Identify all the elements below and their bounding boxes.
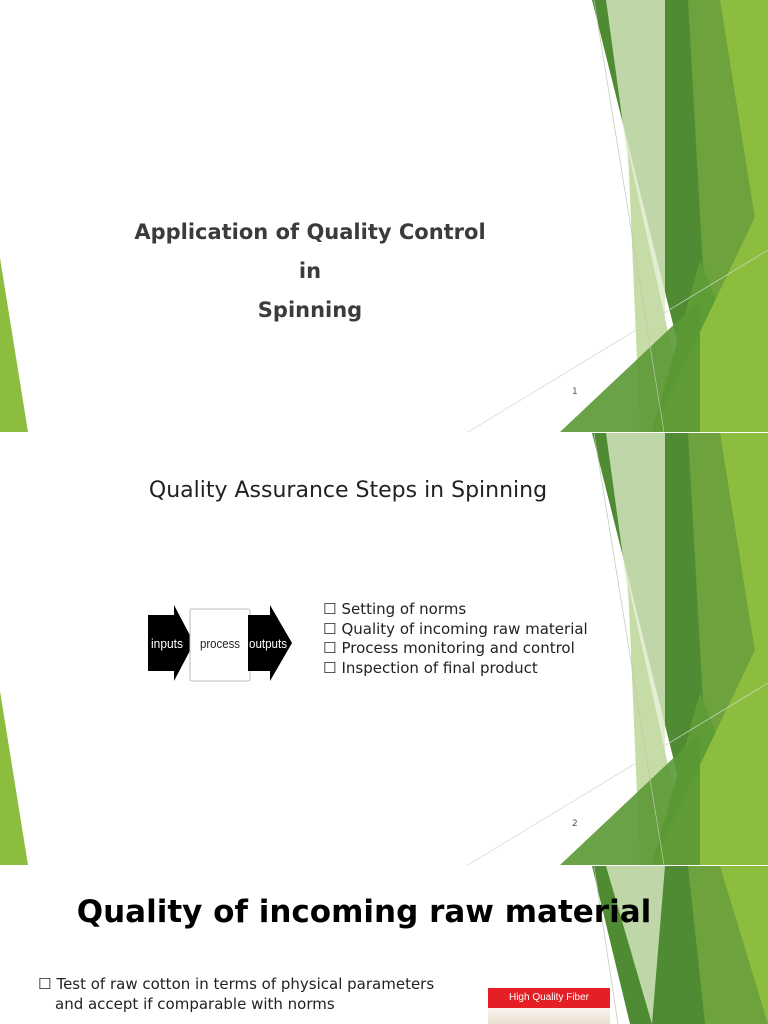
list-item: ☐Quality of incoming raw material [323, 620, 588, 640]
list-item: ☐Inspection of final product [323, 659, 588, 679]
title-line: in [298, 259, 322, 283]
input-process-output-diagram: inputs process outputs [148, 605, 292, 682]
fiber-image: High Quality Fiber [488, 988, 610, 1024]
slide-title: Quality Assurance Steps in Spinning [148, 478, 548, 503]
slide-2: Quality Assurance Steps in Spinning inpu… [0, 433, 768, 865]
list-item: ☐Setting of norms [323, 600, 588, 620]
list-item: ☐Test of raw cotton in terms of physical… [38, 975, 488, 1014]
title-line: Spinning [257, 298, 363, 322]
bullet-text: Process monitoring and control [341, 639, 575, 657]
bullet-text: Setting of norms [341, 600, 467, 618]
slide-1: Application of Quality Control in Spinni… [0, 0, 768, 432]
slide-3: Quality of incoming raw material ☐Test o… [0, 866, 768, 1024]
checkbox-icon: ☐ [323, 639, 337, 657]
list-item: ☐Process monitoring and control [323, 639, 588, 659]
inputs-arrow [148, 605, 194, 681]
green-decoration [0, 0, 768, 432]
image-label: High Quality Fiber [488, 988, 610, 1008]
slide-title: Quality of incoming raw material [76, 894, 652, 930]
checkbox-icon: ☐ [323, 619, 337, 638]
checkbox-icon: ☐ [323, 658, 337, 677]
outputs-label: outputs [249, 636, 287, 651]
bullet-text: Inspection of final product [341, 658, 538, 677]
bullet-text-continued: and accept if comparable with norms [55, 994, 335, 1013]
bullet-text: Quality of incoming raw material [341, 619, 588, 638]
bullet-list: ☐Setting of norms ☐Quality of incoming r… [323, 600, 588, 678]
outputs-arrow [248, 605, 292, 681]
checkbox-icon: ☐ [38, 975, 52, 993]
inputs-label: inputs [151, 636, 183, 651]
process-label: process [200, 636, 240, 651]
bullet-text: Test of raw cotton in terms of physical … [56, 975, 435, 993]
slide-title: Application of Quality Control in Spinni… [60, 213, 560, 330]
checkbox-icon: ☐ [323, 600, 337, 618]
green-decoration [592, 866, 768, 1024]
slide-number: 1 [572, 387, 578, 397]
green-decoration [0, 433, 768, 865]
slide-number: 2 [572, 819, 578, 829]
title-line: Application of Quality Control [134, 220, 486, 244]
cotton-fiber-image [488, 1008, 610, 1024]
